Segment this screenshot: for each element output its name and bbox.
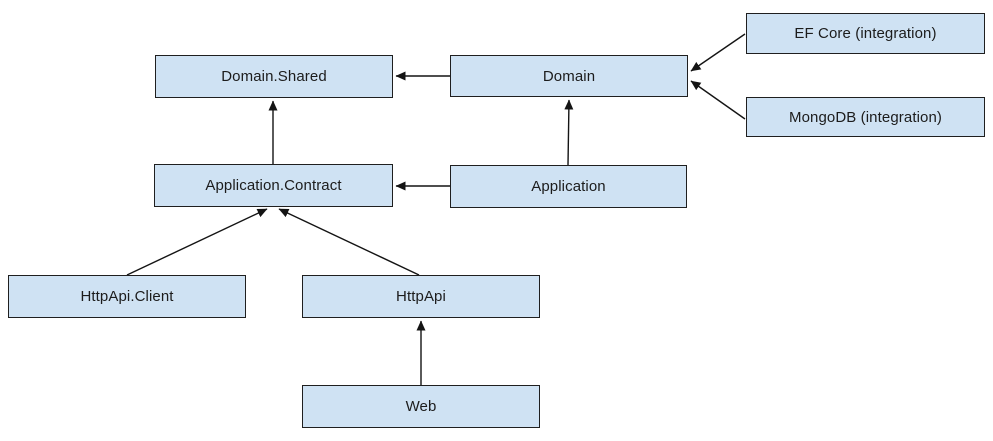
node-ef-core-integration-label: EF Core (integration) — [794, 25, 937, 42]
node-httpapi-label: HttpApi — [396, 288, 446, 305]
edge-httpapi-to-application-contract — [278, 208, 420, 276]
node-application: Application — [450, 165, 687, 208]
node-mongodb-integration-label: MongoDB (integration) — [788, 108, 942, 126]
node-domain-shared: Domain.Shared — [155, 55, 393, 98]
edge-ef-core-to-domain — [690, 33, 746, 72]
node-httpapi: HttpApi — [302, 275, 540, 318]
edge-mongodb-to-domain — [690, 80, 746, 120]
node-web-label: Web — [405, 398, 437, 415]
node-httpapi-client: HttpApi.Client — [8, 275, 246, 318]
node-domain-label: Domain — [542, 67, 596, 85]
edge-application-to-domain — [564, 99, 574, 166]
node-web: Web — [302, 385, 540, 428]
node-mongodb-integration: MongoDB (integration) — [746, 97, 985, 137]
edge-httpapi-client-to-application-contract — [126, 208, 268, 276]
node-domain: Domain — [450, 55, 688, 97]
node-application-label: Application — [531, 178, 606, 195]
node-application-contract: Application.Contract — [154, 164, 393, 207]
node-domain-shared-label: Domain.Shared — [221, 68, 327, 85]
node-application-contract-label: Application.Contract — [205, 177, 342, 194]
node-httpapi-client-label: HttpApi.Client — [80, 288, 174, 305]
node-ef-core-integration: EF Core (integration) — [746, 13, 985, 54]
